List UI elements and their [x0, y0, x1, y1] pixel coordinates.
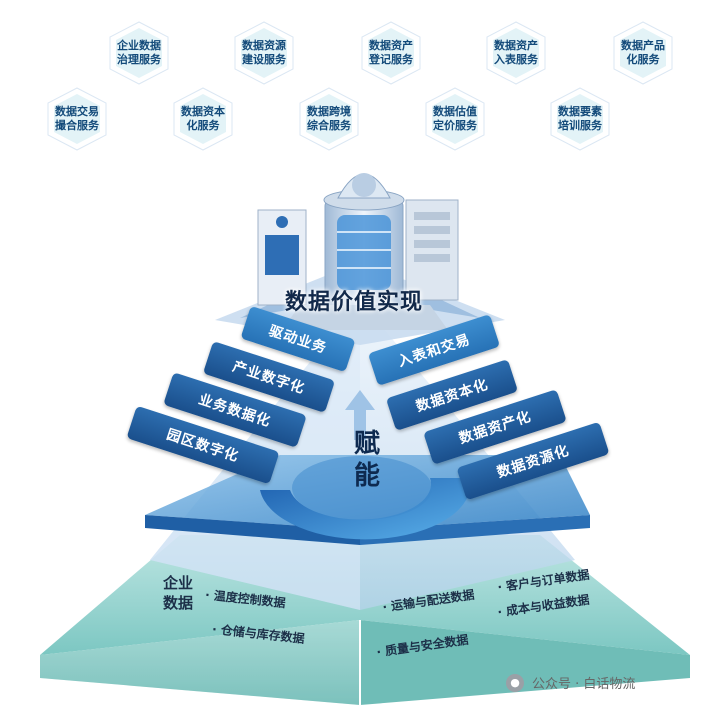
service-tile[interactable]: 数据资本 化服务 — [170, 86, 236, 152]
service-tile[interactable]: 数据估值 定价服务 — [422, 86, 488, 152]
service-label: 数据跨境 综合服务 — [307, 105, 351, 132]
service-tile[interactable]: 数据要素 培训服务 — [547, 86, 613, 152]
service-tile[interactable]: 数据资源 建设服务 — [231, 20, 297, 86]
empower-label: 赋能 — [353, 429, 380, 491]
data-tower — [257, 173, 459, 330]
wechat-icon: ● — [506, 673, 524, 692]
service-label: 企业数据 治理服务 — [117, 39, 161, 66]
service-label: 数据资本 化服务 — [181, 105, 225, 132]
service-tile[interactable]: 数据产品 化服务 — [610, 20, 676, 86]
service-tile[interactable]: 数据资产 入表服务 — [483, 20, 549, 86]
service-tile[interactable]: 数据资产 登记服务 — [358, 20, 424, 86]
service-label: 数据估值 定价服务 — [433, 105, 477, 132]
diagram-title: 数据价值实现 — [285, 290, 424, 315]
service-label: 数据资产 登记服务 — [369, 39, 413, 66]
enterprise-data-label: 企业 数据 — [162, 574, 193, 612]
watermark: ● 公众号 · 白话物流 — [506, 673, 635, 692]
service-label: 数据要素 培训服务 — [558, 105, 602, 132]
service-tile[interactable]: 企业数据 治理服务 — [106, 20, 172, 86]
service-label: 数据资源 建设服务 — [242, 39, 286, 66]
watermark-text: 公众号 · 白话物流 — [532, 677, 636, 692]
service-label: 数据产品 化服务 — [621, 39, 665, 66]
service-tile[interactable]: 数据交易 撮合服务 — [44, 86, 110, 152]
service-label: 数据资产 入表服务 — [494, 39, 538, 66]
service-label: 数据交易 撮合服务 — [55, 105, 99, 132]
service-tile[interactable]: 数据跨境 综合服务 — [296, 86, 362, 152]
